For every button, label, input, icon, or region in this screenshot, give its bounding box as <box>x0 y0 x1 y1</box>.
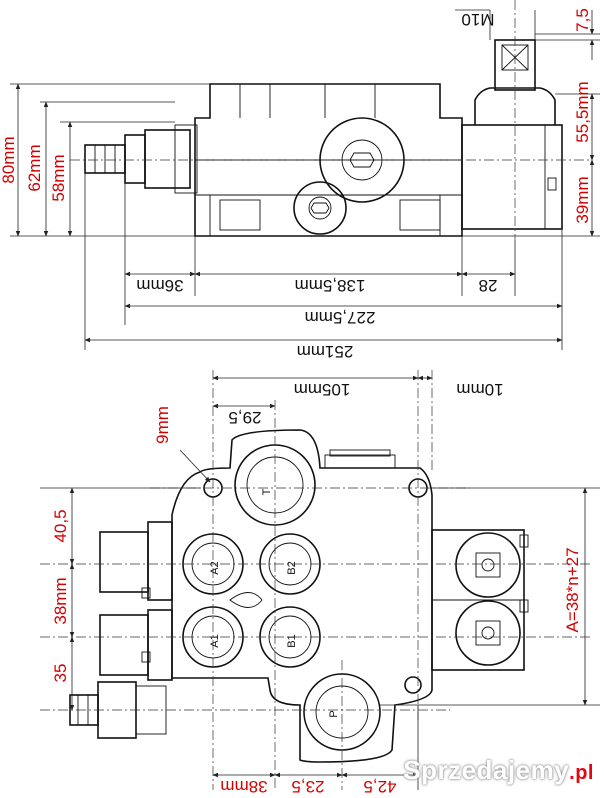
dim-80mm: 80mm <box>0 136 18 183</box>
dim-42-5: 42,5 <box>363 777 396 796</box>
dim-36mm: 36mm <box>136 276 183 295</box>
dim-38mm-vertical: 38mm <box>51 577 70 624</box>
dim-28: 28 <box>479 276 498 295</box>
dim-251mm: 251mm <box>297 342 354 361</box>
front-view: T A2 B2 A1 B1 P 105mm 10mm 29,5 9mm 40,5… <box>40 370 600 796</box>
top-view-extension-lines <box>10 10 600 350</box>
port-label-t: T <box>261 488 273 495</box>
front-view-centerlines <box>40 370 590 790</box>
dim-35: 35 <box>51 664 70 683</box>
dim-138-5mm: 138,5mm <box>295 276 366 295</box>
watermark-logo: Sprzedajemy.pl <box>403 755 594 786</box>
watermark-tld: .pl <box>569 762 594 784</box>
dim-9mm: 9mm <box>153 406 172 444</box>
port-label-a1: A1 <box>209 634 221 647</box>
port-label-b2: B2 <box>286 561 298 574</box>
dim-formula-a: A=38*n+27 <box>563 547 582 632</box>
dim-23-5: 23,5 <box>291 777 324 796</box>
front-view-dimension-lines <box>40 375 600 790</box>
top-view-dimension-lines <box>15 9 595 343</box>
dim-7-5: 7,5 <box>573 8 592 32</box>
dim-227-5mm: 227,5mm <box>305 308 376 327</box>
dim-29-5: 29,5 <box>228 408 261 427</box>
port-label-b1: B1 <box>286 634 298 647</box>
watermark-brand: Sprzedajemy <box>403 755 570 785</box>
top-view-right-cap <box>461 0 563 240</box>
front-view-body <box>69 429 529 763</box>
dim-38mm-bottom: 38mm <box>220 777 267 796</box>
top-view-labels: 80mm 62mm 58mm 55,5mm 39mm 7,5 M10 36mm … <box>0 8 592 361</box>
dim-62mm: 62mm <box>25 144 44 191</box>
dim-40-5: 40,5 <box>51 509 70 542</box>
port-label-p: P <box>328 710 340 717</box>
dim-58mm: 58mm <box>49 154 68 201</box>
front-view-port-labels: T A2 B2 A1 B1 P <box>209 488 340 717</box>
dim-10mm: 10mm <box>456 380 503 399</box>
dim-m10: M10 <box>461 10 494 29</box>
port-label-a2: A2 <box>209 561 221 574</box>
top-view: 80mm 62mm 58mm 55,5mm 39mm 7,5 M10 36mm … <box>0 0 600 361</box>
dim-55-5mm: 55,5mm <box>573 81 592 142</box>
dim-39mm: 39mm <box>573 176 592 223</box>
front-view-ports <box>182 444 521 751</box>
top-view-left-fitting <box>84 124 198 194</box>
dim-105mm: 105mm <box>294 380 351 399</box>
front-view-labels: 105mm 10mm 29,5 9mm 40,5 38mm 35 A=38*n+… <box>51 380 582 796</box>
